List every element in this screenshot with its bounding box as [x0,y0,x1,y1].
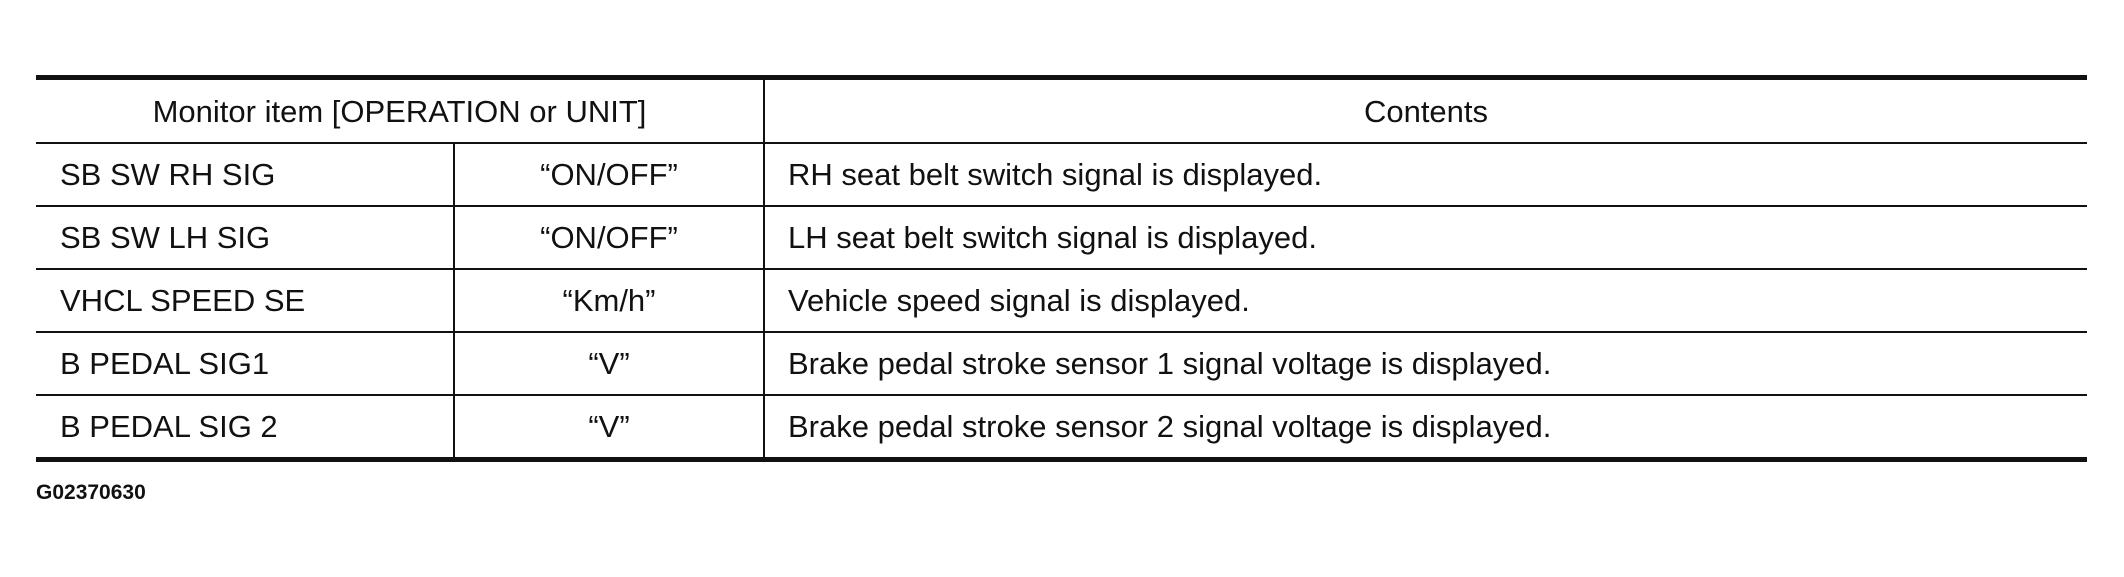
table-row: B PEDAL SIG1 “V” Brake pedal stroke sens… [36,332,2087,396]
contents-cell: LH seat belt switch signal is displayed. [763,206,2087,270]
contents-cell: Brake pedal stroke sensor 2 signal volta… [763,395,2087,462]
header-monitor-item: Monitor item [OPERATION or UNIT] [36,75,765,144]
header-contents: Contents [763,75,2087,144]
contents-cell: RH seat belt switch signal is displayed. [763,143,2087,207]
monitor-item-table: Monitor item [OPERATION or UNIT] Content… [36,75,2087,462]
monitor-item-cell: SB SW LH SIG [36,206,455,270]
unit-cell: “V” [453,332,765,396]
contents-cell: Vehicle speed signal is displayed. [763,269,2087,333]
table-row: SB SW LH SIG “ON/OFF” LH seat belt switc… [36,206,2087,270]
table-header-row: Monitor item [OPERATION or UNIT] Content… [36,75,2087,144]
unit-cell: “ON/OFF” [453,206,765,270]
unit-cell: “ON/OFF” [453,143,765,207]
unit-cell: “Km/h” [453,269,765,333]
monitor-item-cell: B PEDAL SIG 2 [36,395,455,462]
table-row: B PEDAL SIG 2 “V” Brake pedal stroke sen… [36,395,2087,462]
monitor-item-cell: SB SW RH SIG [36,143,455,207]
unit-cell: “V” [453,395,765,462]
monitor-item-cell: VHCL SPEED SE [36,269,455,333]
monitor-item-cell: B PEDAL SIG1 [36,332,455,396]
table-row: VHCL SPEED SE “Km/h” Vehicle speed signa… [36,269,2087,333]
contents-cell: Brake pedal stroke sensor 1 signal volta… [763,332,2087,396]
figure-code: G02370630 [36,481,146,504]
table-row: SB SW RH SIG “ON/OFF” RH seat belt switc… [36,143,2087,207]
